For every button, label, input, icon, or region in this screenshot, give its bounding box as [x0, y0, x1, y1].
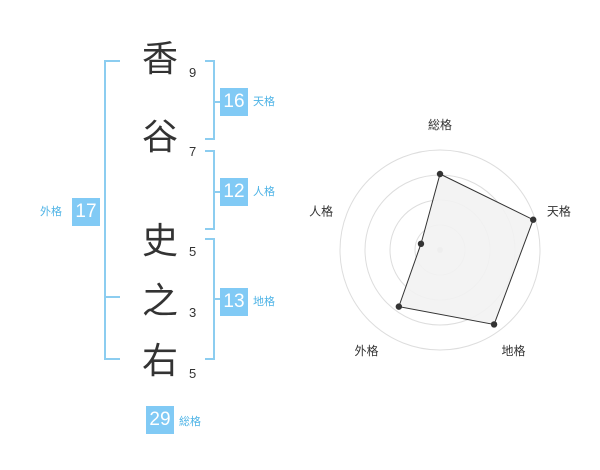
- jinkaku-label: 人格: [253, 185, 275, 198]
- name-char-4: 之: [141, 281, 178, 322]
- radar-area-polygon: [398, 173, 534, 325]
- jinkaku-badge: 12: [220, 178, 248, 206]
- name-char-5: 右: [141, 341, 178, 382]
- radar-point-2: [530, 216, 537, 223]
- tenkaku-bracket: [205, 60, 215, 140]
- jinkaku-tick: [213, 191, 221, 193]
- stroke-count-2: 7: [189, 144, 197, 159]
- radar-axis-label-4: 外格: [355, 343, 379, 358]
- radar-point-1: [436, 170, 444, 178]
- radar-axis-label-1: 総格: [428, 117, 452, 132]
- radar-point-5: [417, 240, 425, 248]
- stroke-count-5: 5: [189, 366, 197, 381]
- gaikaku-label: 外格: [40, 205, 62, 218]
- tenkaku-label: 天格: [253, 95, 275, 108]
- radar-axis-label-3: 地格: [501, 343, 525, 358]
- stroke-count-3: 5: [189, 244, 197, 259]
- radar-axis-label-2: 天格: [547, 203, 571, 218]
- stroke-count-1: 9: [189, 65, 197, 80]
- tenkaku-badge: 16: [220, 88, 248, 116]
- radar-point-3: [490, 321, 498, 328]
- gaikaku-bracket: [104, 60, 120, 360]
- stroke-count-4: 3: [189, 305, 197, 320]
- soukaku-label: 総格: [179, 415, 201, 428]
- name-char-2: 谷: [141, 117, 178, 158]
- name-char-1: 香: [141, 39, 178, 80]
- soukaku-badge: 29: [146, 406, 174, 434]
- jinkaku-bracket: [205, 150, 215, 230]
- chikaku-label: 地格: [253, 295, 275, 308]
- tenkaku-tick: [213, 101, 221, 103]
- radar-ring-4: [339, 149, 541, 351]
- name-char-3: 史: [141, 221, 178, 262]
- radar-axis-label-5: 人格: [309, 203, 333, 218]
- radar-point-4: [395, 303, 403, 310]
- chikaku-tick: [213, 298, 221, 300]
- chikaku-badge: 13: [220, 288, 248, 316]
- gaikaku-badge: 17: [72, 198, 100, 226]
- gaikaku-divider: [106, 296, 120, 298]
